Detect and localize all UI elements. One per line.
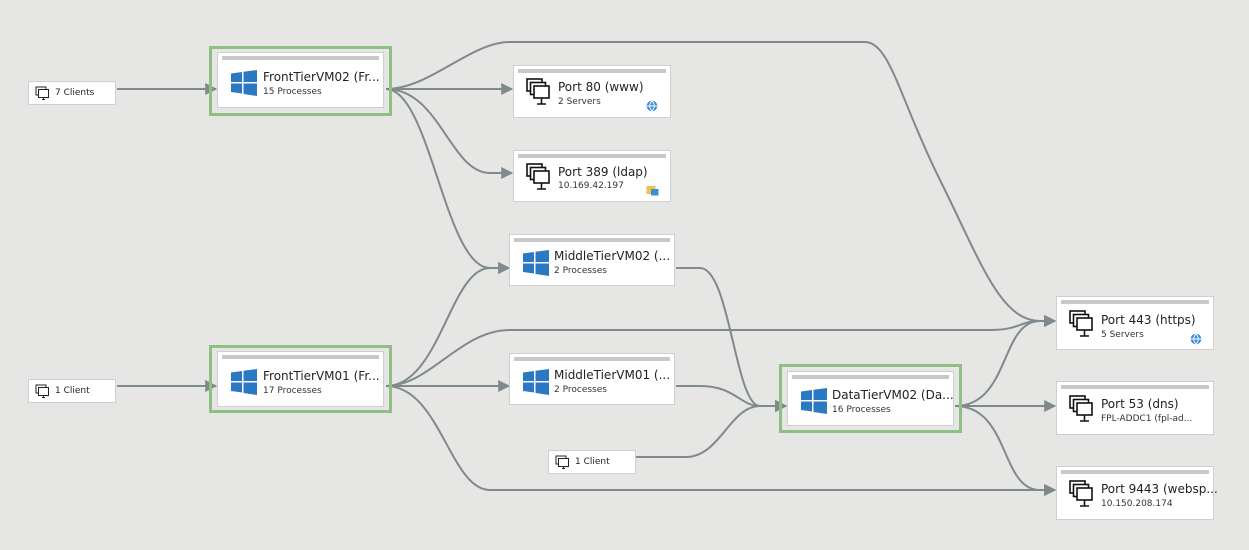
port-node-53[interactable]: Port 53 (dns) FPL-ADDC1 (fpl-ad... bbox=[1056, 381, 1214, 435]
link-1client-dt02 bbox=[636, 400, 788, 458]
selection-outline-ft01 bbox=[209, 345, 392, 413]
client-label: 7 Clients bbox=[55, 88, 95, 98]
client-label: 1 Client bbox=[575, 457, 610, 467]
port-title: Port 443 (https) bbox=[1101, 313, 1196, 327]
windows-icon bbox=[523, 250, 549, 280]
machine-process-count: 15 Processes bbox=[263, 87, 322, 97]
node-header-bar bbox=[514, 357, 670, 361]
client-label: 1 Client bbox=[55, 386, 90, 396]
port-node-389[interactable]: Port 389 (ldap) 10.169.42.197 bbox=[513, 150, 671, 202]
port-subtitle: 10.150.208.174 bbox=[1101, 499, 1173, 509]
port-subtitle: 10.169.42.197 bbox=[558, 181, 624, 191]
node-header-bar bbox=[222, 355, 379, 359]
machine-title: DataTierVM02 (Da... bbox=[832, 388, 954, 402]
machine-node-fronttiervm02[interactable]: FrontTierVM02 (Fr... 15 Processes bbox=[217, 52, 384, 108]
machine-process-count: 16 Processes bbox=[832, 405, 891, 415]
node-header-bar bbox=[1061, 470, 1209, 474]
windows-icon bbox=[231, 70, 257, 100]
client-group-1client-dt[interactable]: 1 Client bbox=[548, 450, 636, 474]
machine-process-count: 17 Processes bbox=[263, 386, 322, 396]
port-subtitle: FPL-ADDC1 (fpl-ad... bbox=[1101, 414, 1193, 424]
client-group-7clients[interactable]: 7 Clients bbox=[28, 81, 116, 105]
node-header-bar bbox=[222, 56, 379, 60]
windows-icon bbox=[801, 388, 827, 418]
machine-node-middletiervm02[interactable]: MiddleTierVM02 (... 2 Processes bbox=[509, 234, 675, 286]
windows-icon bbox=[523, 369, 549, 399]
link-mt01-dt02 bbox=[676, 385, 788, 412]
machine-node-datatiervm02[interactable]: DataTierVM02 (Da... 16 Processes bbox=[787, 371, 954, 426]
machine-node-middletiervm01[interactable]: MiddleTierVM01 (... 2 Processes bbox=[509, 353, 675, 405]
port-title: Port 9443 (websp... bbox=[1101, 482, 1218, 496]
node-header-bar bbox=[1061, 385, 1209, 389]
server-group-icon bbox=[1069, 480, 1095, 512]
node-header-bar bbox=[792, 375, 949, 379]
link-dt02-p9443 bbox=[954, 405, 1057, 496]
machine-node-fronttiervm01[interactable]: FrontTierVM01 (Fr... 17 Processes bbox=[217, 351, 384, 407]
link-ft02-p389 bbox=[385, 88, 514, 179]
client-monitor-icon bbox=[35, 384, 51, 404]
port-subtitle: 2 Servers bbox=[558, 97, 601, 107]
server-group-icon bbox=[526, 78, 552, 110]
machine-title: FrontTierVM02 (Fr... bbox=[263, 70, 380, 84]
machine-title: MiddleTierVM02 (... bbox=[554, 249, 671, 263]
node-header-bar bbox=[518, 154, 666, 158]
machine-title: FrontTierVM01 (Fr... bbox=[263, 369, 380, 383]
node-header-bar bbox=[518, 69, 666, 73]
client-group-1client[interactable]: 1 Client bbox=[28, 379, 116, 403]
link-ft02-mt02 bbox=[385, 88, 511, 274]
port-title: Port 80 (www) bbox=[558, 80, 644, 94]
link-mt02-dt02 bbox=[676, 267, 788, 412]
server-group-icon bbox=[1069, 395, 1095, 427]
machine-process-count: 2 Processes bbox=[554, 266, 607, 276]
link-ft01-p443 bbox=[385, 315, 1057, 387]
link-ft01-mt02 bbox=[385, 262, 511, 387]
node-header-bar bbox=[1061, 300, 1209, 304]
port-subtitle: 5 Servers bbox=[1101, 330, 1144, 340]
server-group-icon bbox=[526, 163, 552, 195]
port-title: Port 389 (ldap) bbox=[558, 165, 648, 179]
windows-icon bbox=[231, 369, 257, 399]
server-group-icon bbox=[1069, 310, 1095, 342]
link-ft02-p443 bbox=[385, 41, 1057, 327]
port-node-80[interactable]: Port 80 (www) 2 Servers bbox=[513, 65, 671, 118]
port-node-9443[interactable]: Port 9443 (websp... 10.150.208.174 bbox=[1056, 466, 1218, 520]
link-dt02-p443 bbox=[954, 315, 1057, 407]
port-title: Port 53 (dns) bbox=[1101, 397, 1179, 411]
globe-icon bbox=[1190, 330, 1202, 349]
client-monitor-icon bbox=[555, 455, 571, 475]
port-node-443[interactable]: Port 443 (https) 5 Servers bbox=[1056, 296, 1214, 350]
client-monitor-icon bbox=[35, 86, 51, 106]
selection-outline-ft02 bbox=[209, 46, 392, 116]
machine-title: MiddleTierVM01 (... bbox=[554, 368, 671, 382]
link-ft01-p9443 bbox=[385, 385, 1057, 496]
machine-process-count: 2 Processes bbox=[554, 385, 607, 395]
globe-icon bbox=[646, 97, 658, 116]
node-header-bar bbox=[514, 238, 670, 242]
selection-outline-dt02 bbox=[779, 364, 962, 433]
directory-icon bbox=[646, 181, 659, 200]
